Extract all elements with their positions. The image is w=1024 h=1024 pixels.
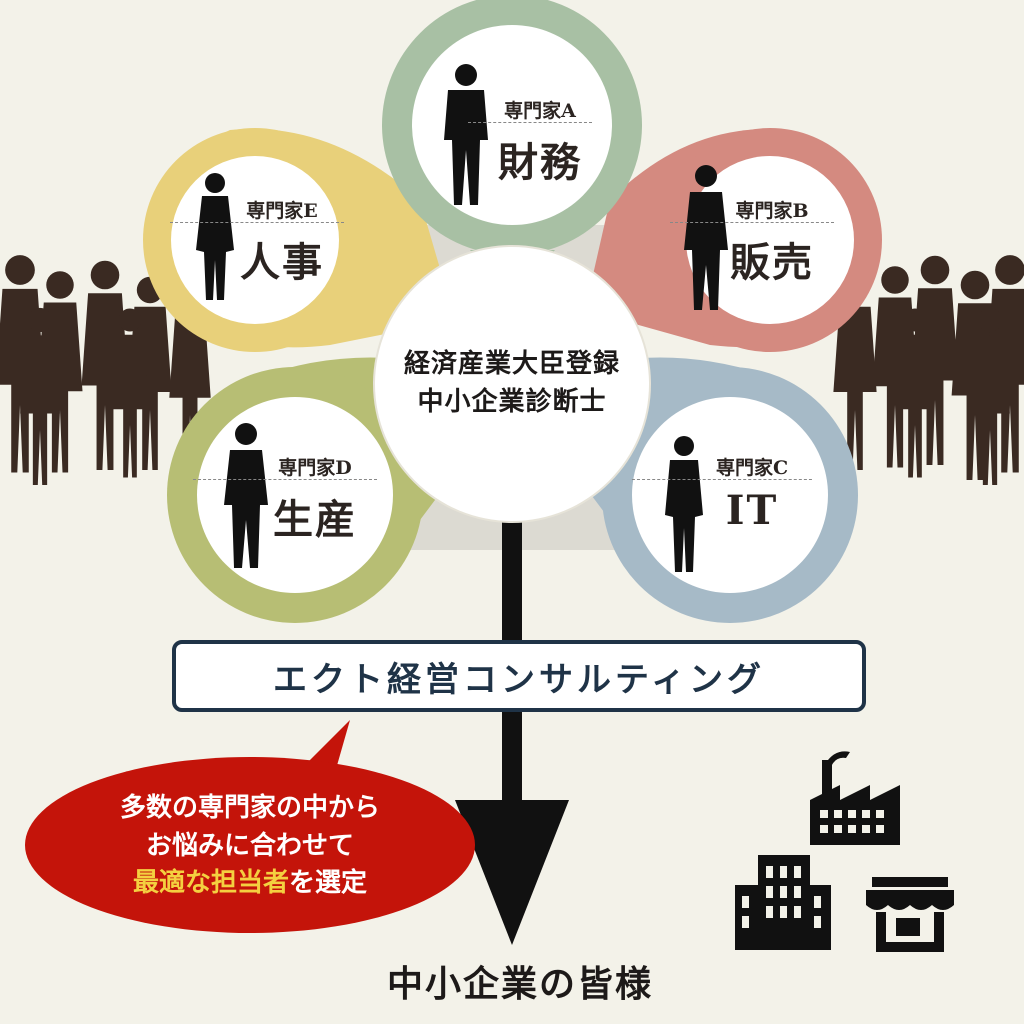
crowd-person-head [881, 266, 909, 294]
expert-c-field: IT [725, 487, 779, 534]
expert-c-role: 専門家C [715, 457, 789, 479]
factory-icon [810, 751, 900, 845]
expert-a-label: 専門家A 財務 [468, 96, 592, 188]
person-c-icon [665, 436, 703, 572]
expert-d-role: 専門家D [278, 457, 352, 479]
company-name: エクト経営コンサルティング [273, 659, 765, 700]
bubble-line-3: 最適な担当者を選定 [60, 865, 440, 903]
speech-bubble [25, 720, 475, 933]
crowd-person-head [46, 271, 74, 299]
expert-e-label: 専門家E 人事 [170, 196, 344, 288]
crowd-person-body [0, 288, 45, 473]
bubble-line-1: 多数の専門家の中から [119, 793, 380, 823]
bubble-line-2: お悩みに合わせて [145, 830, 354, 861]
target-audience-label: 中小企業の皆様 [386, 963, 653, 1005]
office-building-icon [735, 855, 831, 950]
center-line-2: 中小企業診断士 [417, 387, 607, 417]
speech-bubble-text: 多数の専門家の中から お悩みに合わせて 最適な担当者を選定 [60, 790, 440, 903]
crowd-right [833, 255, 1024, 485]
bubble-highlight: 最適な担当者 [132, 868, 289, 899]
expert-b-field: 販売 [730, 239, 814, 286]
crowd-person-head [920, 255, 950, 285]
crowd-person-head [90, 260, 120, 290]
expert-a-role: 専門家A [504, 100, 576, 122]
expert-d-label: 専門家D 生産 [193, 453, 377, 545]
crowd-person-head [977, 307, 1003, 333]
expert-b-label: 専門家B 販売 [670, 196, 834, 288]
expert-c-label: 専門家C IT [631, 453, 813, 534]
center-line-1: 経済産業大臣登録 [403, 349, 620, 380]
crowd-person-body [111, 334, 149, 478]
crowd-person-body [20, 335, 60, 485]
bubble-line-3-rest: を選定 [289, 868, 368, 899]
crowd-person-head [5, 255, 35, 285]
crowd-person-body [833, 306, 877, 470]
crowd-person-body [169, 316, 211, 473]
person-b-icon [684, 165, 728, 310]
center-circle: 経済産業大臣登録 中小企業診断士 [375, 247, 649, 521]
arrow-head [455, 800, 569, 945]
crowd-person-head [118, 308, 142, 332]
crowd-person-head [903, 308, 927, 332]
expert-d-field: 生産 [273, 496, 357, 543]
crowd-person-body [970, 335, 1010, 485]
crowd-person-head [995, 255, 1024, 285]
person-a-icon [444, 64, 488, 205]
expert-e-field: 人事 [240, 239, 324, 286]
expert-b-role: 専門家B [735, 200, 809, 222]
crowd-person-body [911, 288, 959, 465]
store-icon [866, 877, 954, 952]
expert-a-field: 財務 [498, 139, 582, 186]
crowd-person-body [896, 334, 934, 478]
company-banner: エクト経営コンサルティング [172, 640, 866, 712]
crowd-person-head [960, 270, 990, 300]
pin-b [585, 128, 882, 352]
expert-e-role: 専門家E [246, 200, 318, 222]
crowd-person-head [27, 307, 53, 333]
